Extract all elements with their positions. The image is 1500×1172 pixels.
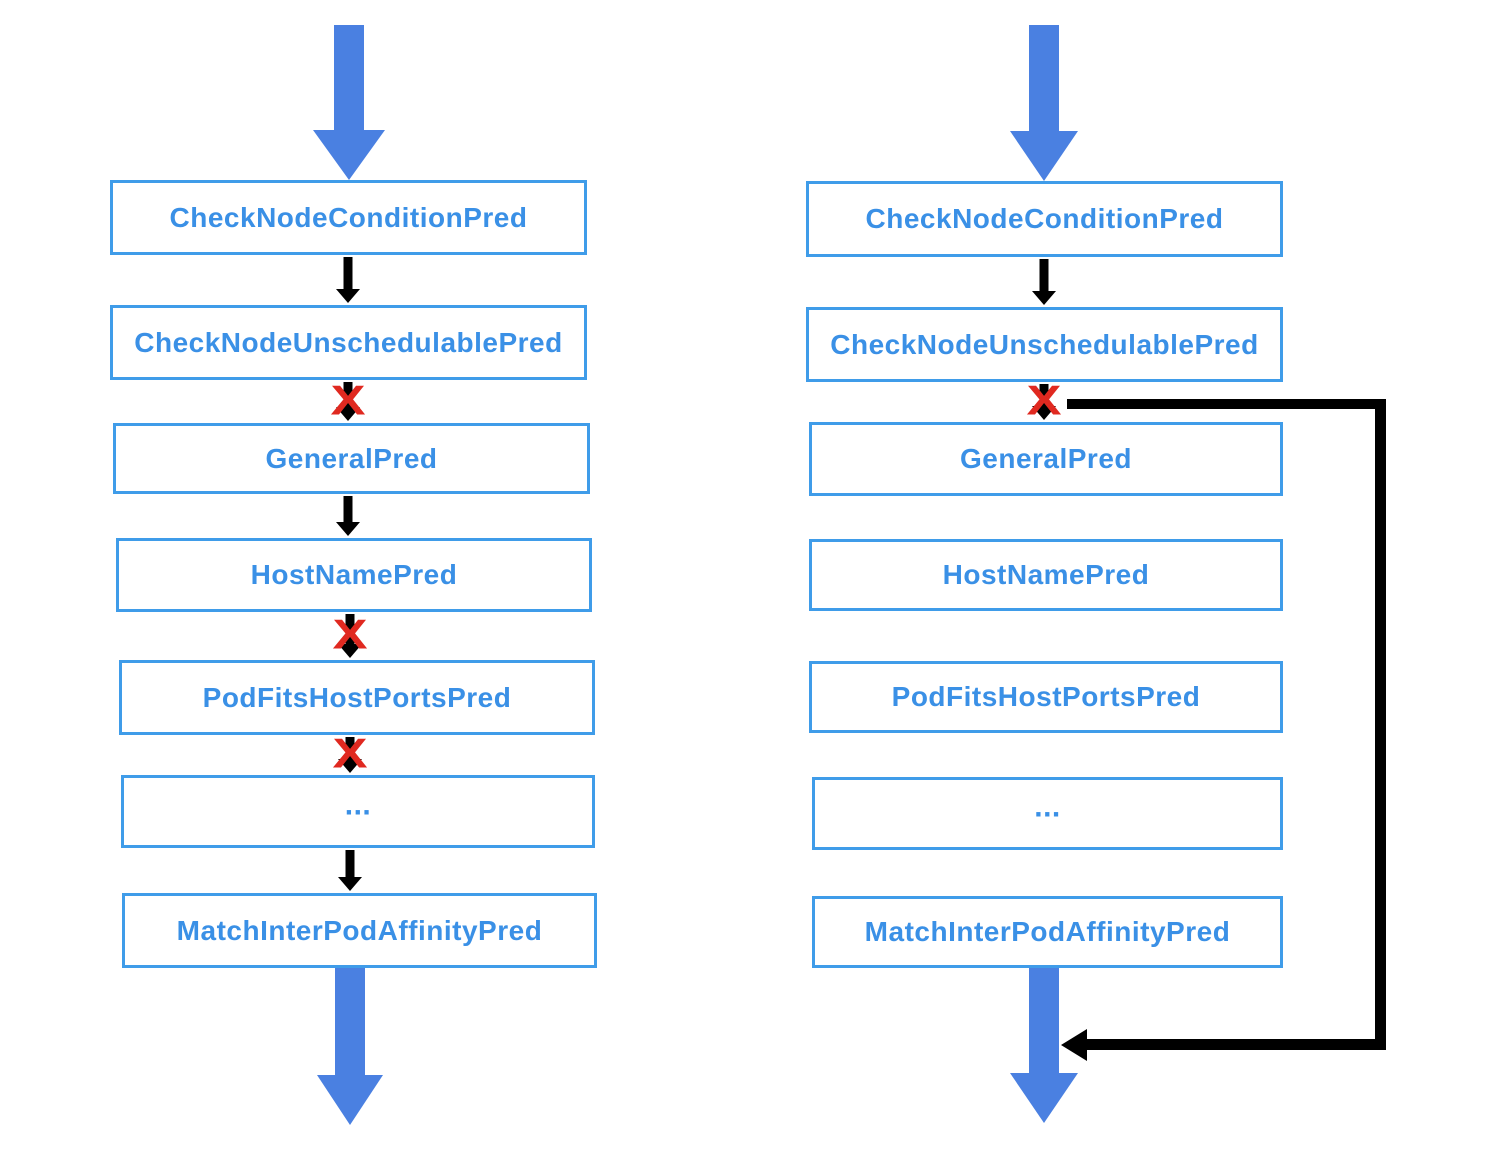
pass-arrow-icon	[1029, 259, 1059, 305]
fail-x-icon: X	[332, 610, 368, 658]
arrow-head	[338, 877, 362, 891]
node-label: GeneralPred	[959, 443, 1133, 474]
node-label: PodFitsHostPortsPred	[891, 681, 1201, 712]
arrow-shaft	[343, 382, 353, 407]
arrow-shaft	[1039, 384, 1049, 406]
arrow-head	[338, 759, 362, 773]
right-exit-down-arrow-icon	[1010, 968, 1078, 1123]
node-pod-fits-host-ports-pred-left: PodFitsHostPortsPred	[119, 660, 595, 735]
fail-x-icon: X	[1026, 376, 1062, 424]
node-general-pred-left: GeneralPred	[113, 423, 590, 494]
node-match-inter-pod-affinity-pred-right: MatchInterPodAffinityPred	[812, 896, 1283, 968]
skip-edge-bottom-segment	[1087, 1039, 1386, 1050]
skip-edge-arrowhead-icon	[1061, 1029, 1087, 1061]
arrow-head	[1010, 131, 1078, 181]
arrow-shaft	[1029, 968, 1059, 1074]
node-general-pred-right: GeneralPred	[809, 422, 1283, 496]
node-match-inter-pod-affinity-pred-left: MatchInterPodAffinityPred	[122, 893, 597, 968]
skip-edge-top-segment	[1067, 399, 1386, 409]
node-label: MatchInterPodAffinityPred	[176, 914, 543, 946]
fail-x-icon: X	[332, 729, 368, 777]
node-label: HostNamePred	[942, 559, 1150, 590]
arrow-head	[313, 130, 385, 180]
arrow-head	[336, 289, 360, 303]
node-host-name-pred-left: HostNamePred	[116, 538, 592, 612]
arrow-shaft	[345, 850, 355, 877]
arrow-head	[336, 522, 360, 536]
arrow-shaft	[1039, 259, 1049, 291]
arrow-shaft	[343, 257, 353, 289]
arrow-shaft	[1029, 25, 1059, 132]
node-host-name-pred-right: HostNamePred	[809, 539, 1283, 611]
node-label: CheckNodeConditionPred	[865, 203, 1224, 234]
fail-arrow-icon: X	[332, 732, 367, 774]
fail-arrow-icon: X	[330, 375, 366, 423]
node-label: GeneralPred	[265, 442, 438, 474]
right-entry-down-arrow-icon	[1010, 25, 1078, 181]
node-label: HostNamePred	[250, 559, 458, 590]
fail-arrow-icon: X	[1026, 379, 1061, 421]
node-label: CheckNodeUnschedulablePred	[134, 326, 563, 358]
left-exit-down-arrow-icon	[317, 968, 383, 1125]
arrow-head	[317, 1075, 383, 1125]
arrow-head	[1032, 291, 1056, 305]
node-label: ...	[1034, 789, 1061, 823]
arrow-head	[338, 644, 362, 658]
node-check-node-condition-pred-right: CheckNodeConditionPred	[806, 181, 1283, 257]
arrow-shaft	[334, 25, 364, 131]
skip-edge-right-segment	[1375, 399, 1386, 1050]
arrow-head	[1010, 1073, 1078, 1123]
fail-x-icon: X	[330, 375, 366, 423]
pass-arrow-icon	[333, 496, 363, 536]
arrow-shaft	[335, 968, 365, 1076]
node-label: CheckNodeConditionPred	[169, 201, 528, 233]
node-check-node-unschedulable-pred-left: CheckNodeUnschedulablePred	[110, 305, 587, 380]
node-check-node-condition-pred-left: CheckNodeConditionPred	[110, 180, 587, 255]
arrow-shaft	[345, 737, 355, 759]
node-pod-fits-host-ports-pred-right: PodFitsHostPortsPred	[809, 661, 1283, 733]
arrow-head	[336, 407, 360, 421]
fail-arrow-icon: X	[332, 610, 368, 658]
arrow-shaft	[345, 614, 355, 644]
node-label: MatchInterPodAffinityPred	[864, 916, 1231, 947]
node-label: ...	[344, 787, 372, 821]
arrow-shaft	[343, 496, 353, 522]
left-entry-down-arrow-icon	[313, 25, 385, 180]
node-check-node-unschedulable-pred-right: CheckNodeUnschedulablePred	[806, 307, 1283, 382]
node-label: PodFitsHostPortsPred	[202, 681, 512, 713]
node-label: CheckNodeUnschedulablePred	[830, 328, 1259, 360]
node-ellipsis-left: ...	[121, 775, 595, 848]
node-ellipsis-right: ...	[812, 777, 1283, 850]
pass-arrow-icon	[335, 850, 365, 891]
arrow-head	[1032, 406, 1056, 420]
pass-arrow-icon	[333, 257, 363, 303]
